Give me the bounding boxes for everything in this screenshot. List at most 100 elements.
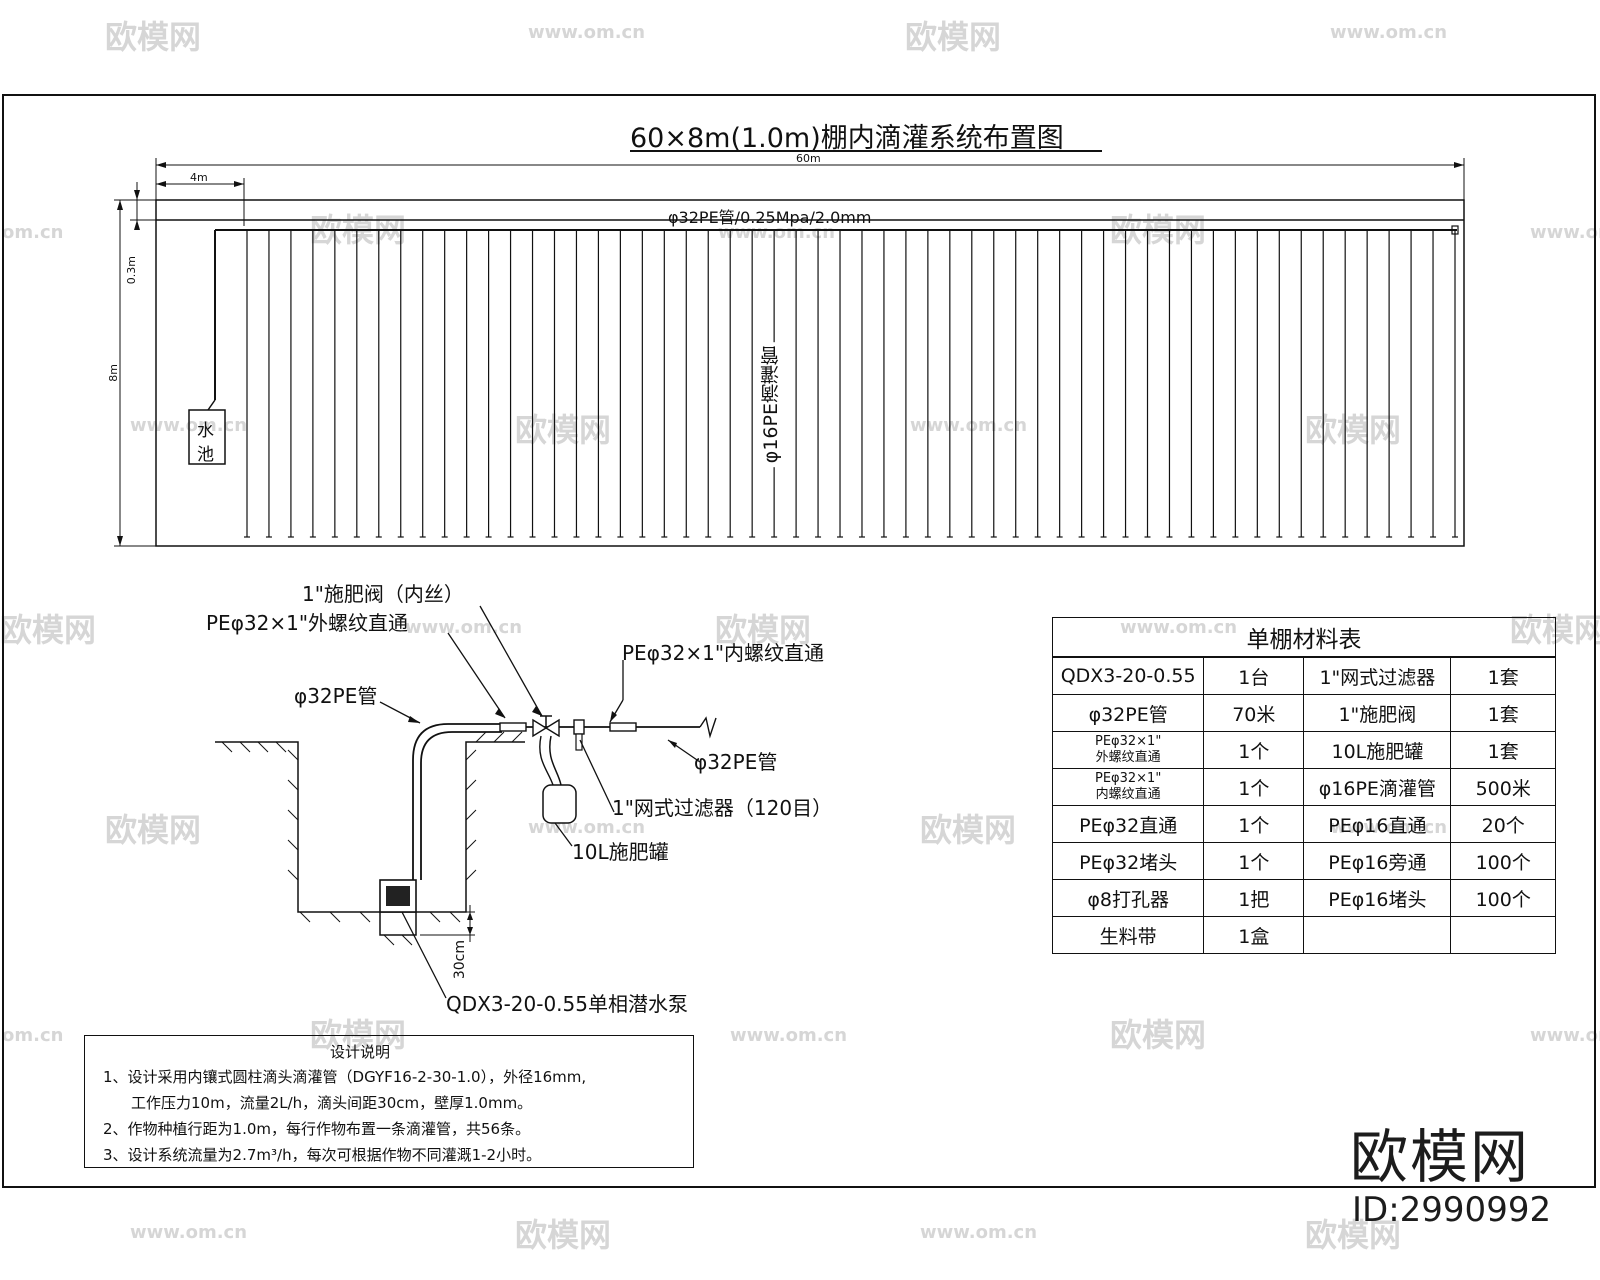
dim-label-60m: 60m (796, 152, 821, 165)
table-cell: φ8打孔器 (1051, 879, 1205, 917)
table-row: 生料带 1盒 (1051, 916, 1556, 954)
materials-table-title: 单棚材料表 (1052, 617, 1556, 658)
table-cell: φ32PE管 (1051, 694, 1205, 732)
title-underline (630, 150, 1102, 152)
design-note-line: 工作压力10m，流量2L/h，滴头间距30cm，壁厚1.0mm。 (131, 1094, 533, 1112)
fertilizer-valve (532, 718, 548, 738)
table-cell: 1"施肥阀 (1303, 694, 1452, 732)
table-row: φ32PE管 70米 1"施肥阀 1套 (1051, 694, 1556, 732)
mesh-filter (573, 719, 585, 735)
table-cell: PEφ16堵头 (1303, 879, 1452, 917)
dim-label-4m: 4m (190, 171, 208, 184)
leader-valve (479, 605, 543, 717)
table-cell: 1盒 (1203, 916, 1305, 954)
design-note-line: 1、设计采用内镶式圆柱滴头滴灌管（DGYF16-2-30-1.0），外径16mm… (103, 1068, 587, 1086)
watermark: 欧模网 (920, 811, 1017, 849)
table-cell: 500米 (1450, 768, 1556, 806)
cell-line: 外螺纹直通 (1095, 750, 1161, 765)
drip-pipe-lines (244, 230, 1458, 538)
watermark: 欧模网 (905, 18, 1002, 56)
watermark: 欧模网 (105, 18, 202, 56)
cell-line: 内螺纹直通 (1095, 787, 1161, 802)
watermark: www.om.cn (528, 22, 646, 43)
watermark: www.om.cn (910, 415, 1028, 436)
table-cell: 生料带 (1051, 916, 1205, 954)
table-cell: 1个 (1203, 731, 1305, 769)
table-cell: 70米 (1203, 694, 1305, 732)
pump-label: QDX3-20-0.55单相潜水泵 (446, 992, 688, 1016)
leader-pump (401, 911, 447, 999)
pump-pit-outline (215, 741, 525, 913)
table-cell: 1"网式过滤器 (1303, 656, 1452, 695)
materials-table: 单棚材料表 QDX3-20-0.55 1台 1"网式过滤器 1套 φ32PE管 … (1051, 617, 1556, 954)
fertilizer-tank (542, 784, 577, 824)
table-cell: φ16PE滴灌管 (1303, 768, 1452, 806)
table-cell: PEφ16旁通 (1303, 842, 1452, 880)
tank-label-2: 池 (197, 445, 214, 465)
outer-thread-label: PEφ32×1"外螺纹直通 (206, 611, 409, 635)
table-cell: PEφ32×1"内螺纹直通 (1051, 768, 1205, 806)
fertilizer-hose (539, 735, 554, 786)
table-cell (1450, 916, 1556, 954)
table-cell: 1个 (1203, 842, 1305, 880)
table-row: PEφ32×1"内螺纹直通 1个 φ16PE滴灌管 500米 (1051, 768, 1556, 806)
inner-thread-label: PEφ32×1"内螺纹直通 (622, 641, 825, 665)
watermark: 欧模网 (105, 811, 202, 849)
table-cell: 1台 (1203, 656, 1305, 695)
depth-label: 30cm (452, 940, 468, 980)
table-cell: 1套 (1450, 694, 1556, 732)
pipe-left-label: φ32PE管 (294, 684, 378, 708)
model-id: ID:2990992 (1352, 1190, 1552, 1230)
fertilizer-tank-label: 10L施肥罐 (572, 840, 669, 864)
table-row: φ8打孔器 1把 PEφ16堵头 100个 (1051, 879, 1556, 917)
table-cell: 1套 (1450, 731, 1556, 769)
watermark: 欧模网 (1305, 411, 1402, 449)
table-cell: 100个 (1450, 842, 1556, 880)
table-cell: 1把 (1203, 879, 1305, 917)
table-cell: PEφ32堵头 (1051, 842, 1205, 880)
watermark: 欧模网 (515, 411, 612, 449)
leader-outer-thread (447, 632, 506, 719)
design-notes-title: 设计说明 (330, 1043, 391, 1061)
filter-label: 1"网式过滤器（120目） (612, 796, 833, 820)
greenhouse-outline (155, 199, 1465, 547)
table-cell: PEφ16直通 (1303, 805, 1452, 843)
valve-label: 1"施肥阀（内丝） (302, 582, 464, 606)
inner-thread-fitting (609, 722, 637, 732)
watermark: 欧模网 (1305, 1216, 1402, 1254)
table-cell: 1个 (1203, 805, 1305, 843)
watermark: 欧模网 (1110, 1016, 1207, 1054)
table-row: QDX3-20-0.55 1台 1"网式过滤器 1套 (1051, 656, 1556, 695)
table-cell: 100个 (1450, 879, 1556, 917)
table-row: PEφ32堵头 1个 PEφ16旁通 100个 (1051, 842, 1556, 880)
drawing-frame (2, 94, 1596, 1188)
pipe-right-label: φ32PE管 (694, 750, 778, 774)
table-cell (1303, 916, 1452, 954)
table-cell: PEφ32×1"外螺纹直通 (1051, 731, 1205, 769)
design-note-line: 3、设计系统流量为2.7m³/h，每次可根据作物不同灌溉1-2小时。 (103, 1146, 542, 1164)
table-row: PEφ32直通 1个 PEφ16直通 20个 (1051, 805, 1556, 843)
table-cell: 1个 (1203, 768, 1305, 806)
watermark: 欧模网 (0, 611, 97, 649)
cell-line: PEφ32×1" (1094, 734, 1162, 749)
watermark: 欧模网 (715, 611, 812, 649)
watermark: www.om.cn (1330, 22, 1448, 43)
watermark: www.om.cn (718, 222, 836, 243)
water-tank-box (188, 409, 226, 465)
brand-logo-text: 欧模网 (1350, 1123, 1531, 1191)
table-cell: 1套 (1450, 656, 1556, 695)
table-row: PEφ32×1"外螺纹直通 1个 10L施肥罐 1套 (1051, 731, 1556, 769)
riser-pipe (412, 723, 502, 880)
outer-thread-fitting (499, 722, 527, 732)
watermark: om.cn (2, 1025, 64, 1046)
leader-tank (554, 822, 573, 847)
leader-filter (579, 739, 615, 813)
cell-line: PEφ32×1" (1094, 771, 1162, 786)
watermark: www.om.cn (130, 1222, 248, 1243)
watermark: www.om.cn (405, 617, 523, 638)
watermark: 欧模网 (515, 1216, 612, 1254)
watermark: www.om.cn (920, 1222, 1038, 1243)
watermark: www.om.cn (1530, 1025, 1600, 1046)
